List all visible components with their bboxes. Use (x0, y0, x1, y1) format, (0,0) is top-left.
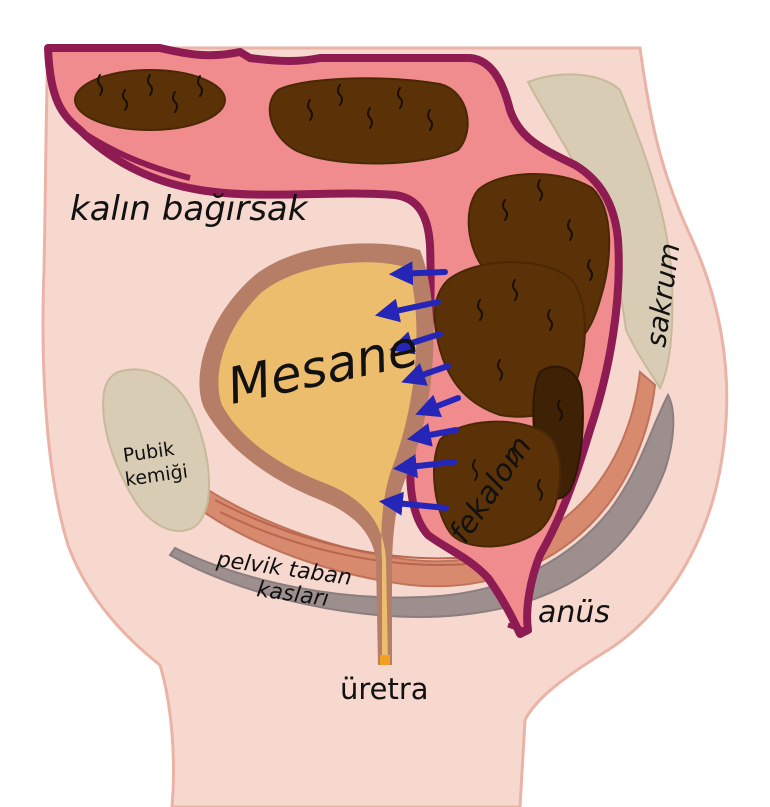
pressure-arrow (406, 423, 459, 447)
pressure-arrow (388, 261, 448, 286)
anus-opening (507, 622, 532, 633)
pressure-arrow (374, 298, 441, 323)
pressure-arrow (389, 331, 443, 355)
label-anus: anüs (538, 595, 610, 630)
urethra-tip (380, 655, 390, 665)
stool-piece-2 (268, 77, 469, 165)
pelvic-floor-muscle (196, 370, 657, 588)
pressure-arrow (392, 454, 457, 479)
pressure-arrow (401, 363, 451, 386)
pressure-arrows (374, 261, 461, 516)
pelvic-floor-band (168, 392, 675, 618)
label-urethra: üretra (340, 672, 429, 706)
pubic-bone (102, 368, 211, 533)
pressure-arrow (415, 394, 461, 418)
stool-group (74, 69, 611, 548)
label-large-intestine: kalın bağırsak (70, 189, 309, 229)
stool-piece-1 (74, 69, 226, 131)
pressure-arrow (378, 491, 449, 516)
bladder (218, 262, 417, 662)
stool-piece-6 (433, 420, 562, 548)
